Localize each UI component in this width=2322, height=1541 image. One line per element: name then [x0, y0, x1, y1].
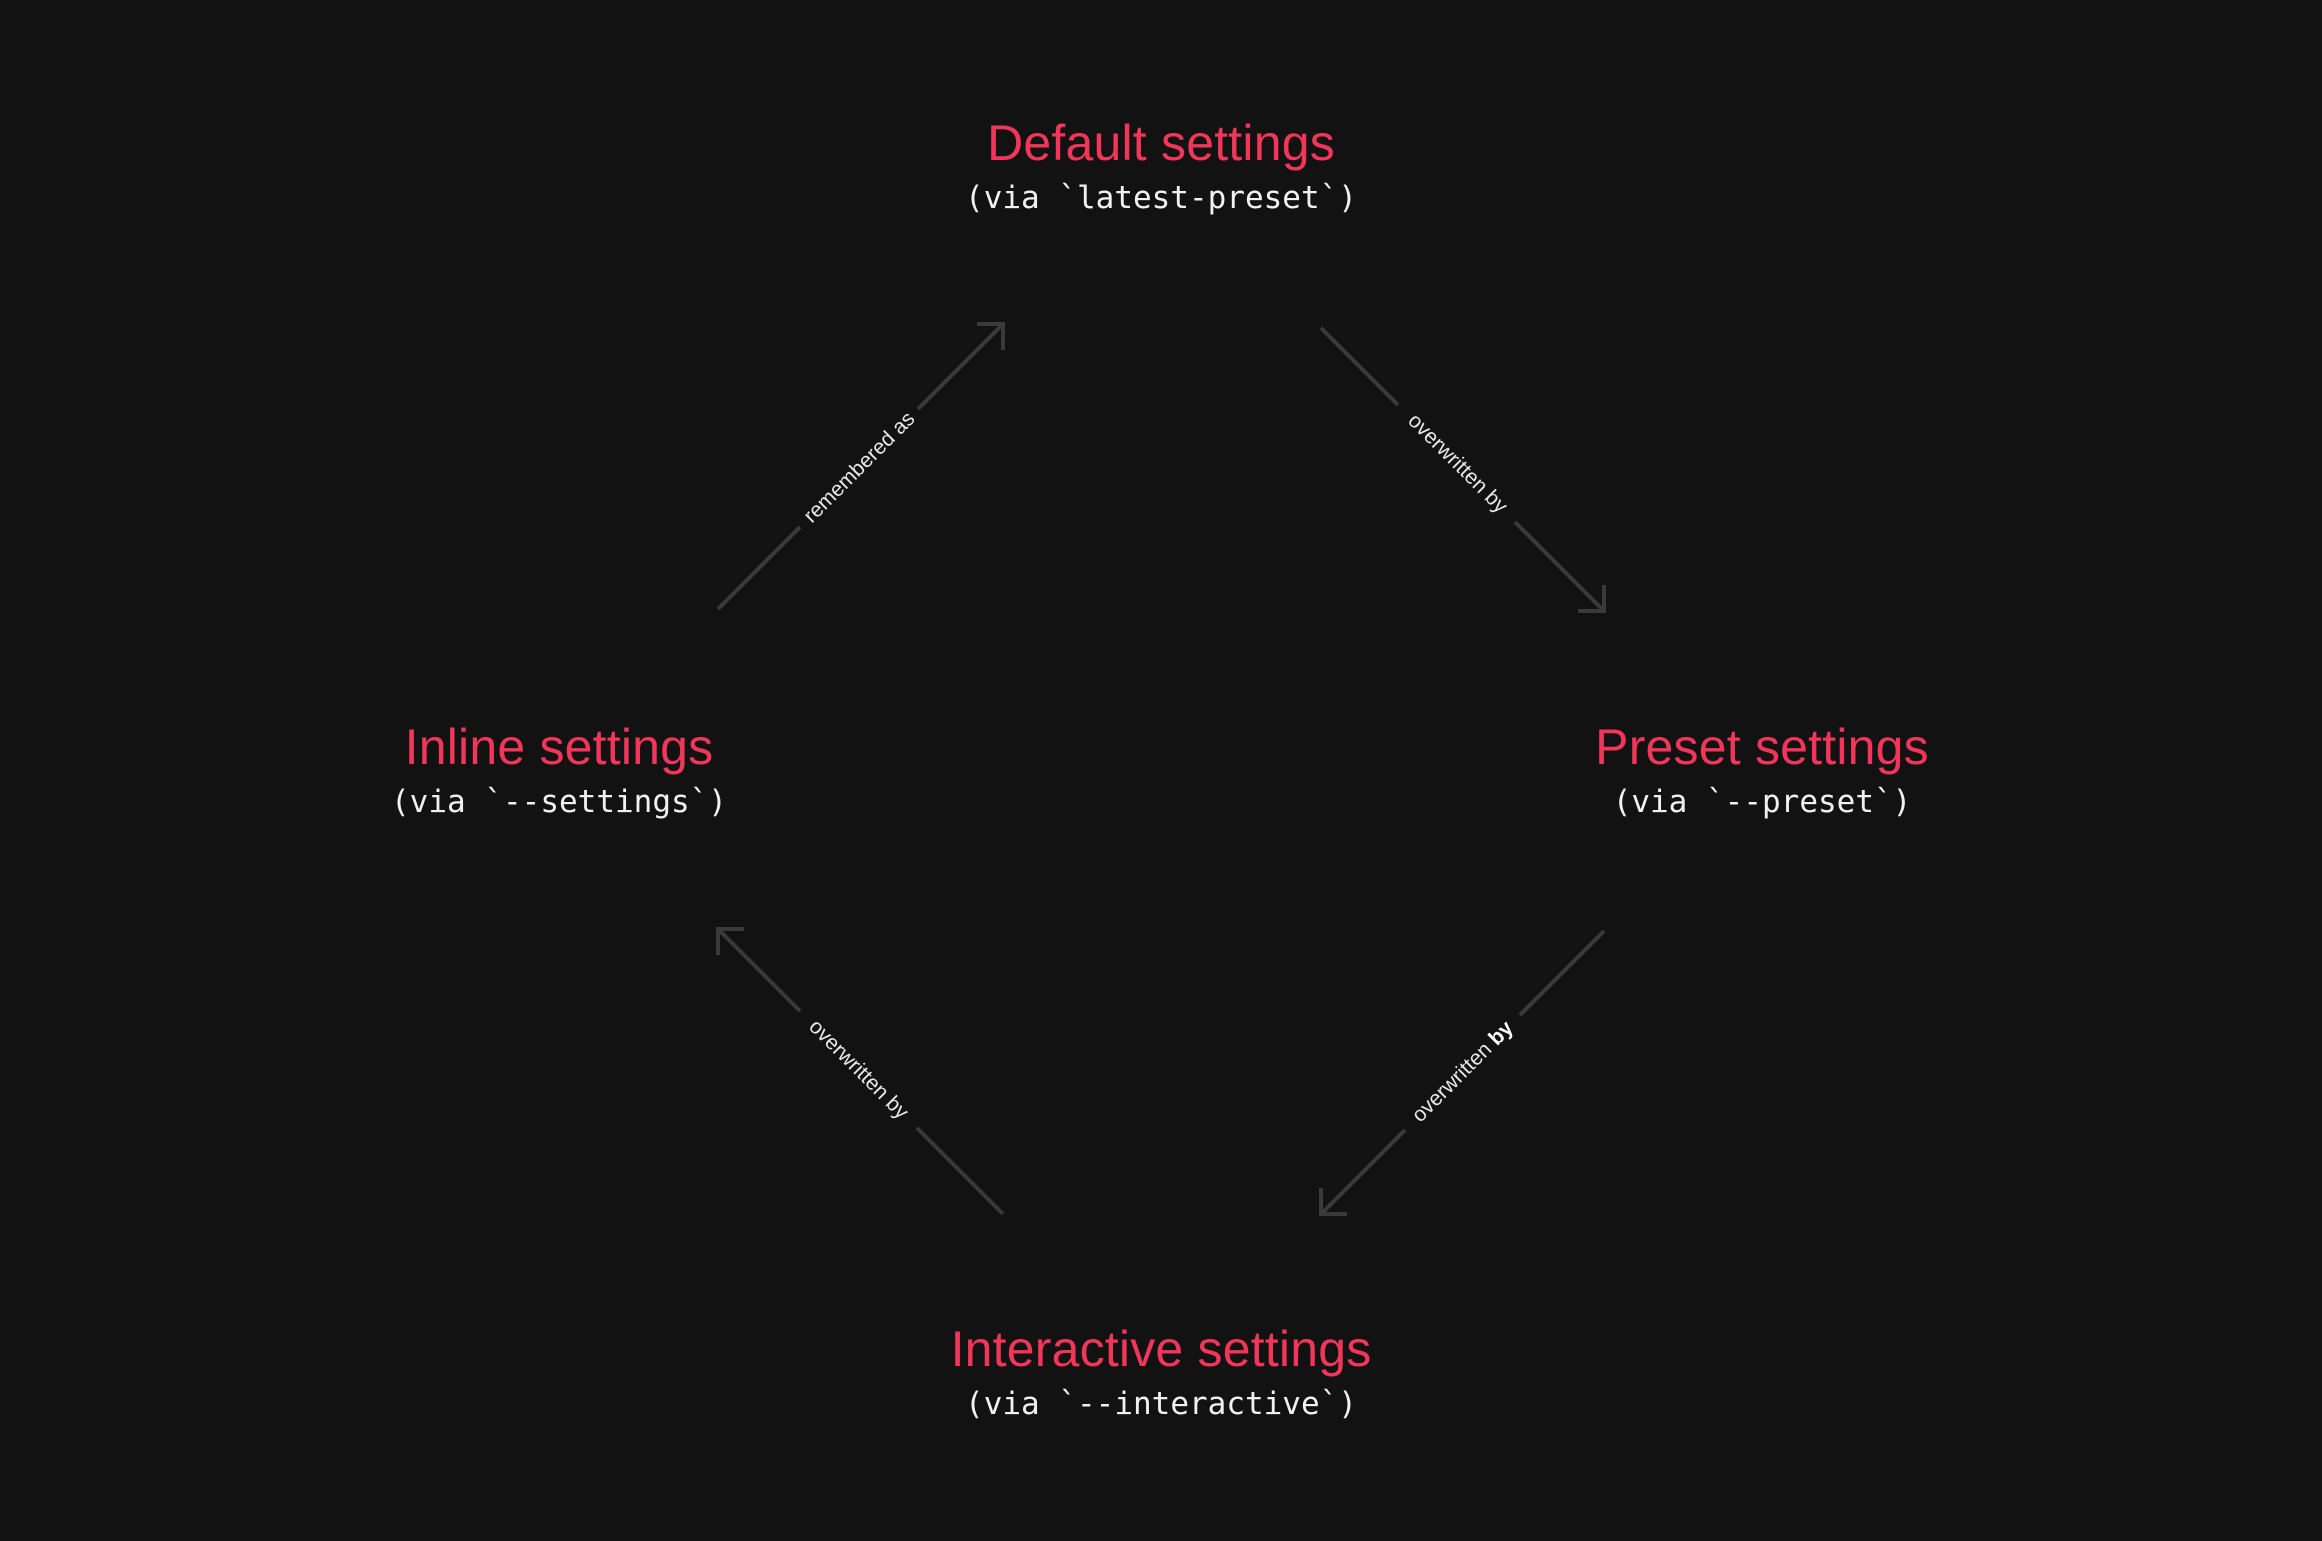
- node-title: Interactive settings: [950, 1321, 1372, 1377]
- edge-inline-to-default: remembered as: [716, 322, 1005, 611]
- node-subtitle: (via `--interactive`): [965, 1386, 1357, 1422]
- edge-label: remembered as: [799, 407, 919, 527]
- edge-line: [1319, 1128, 1407, 1216]
- node-title: Preset settings: [1595, 719, 1929, 775]
- node-subtitle: (via `latest-preset`): [965, 180, 1357, 216]
- edge-preset-to-interactive: overwritten by: [1319, 929, 1606, 1216]
- edge-line: [1513, 520, 1606, 613]
- edge-interactive-to-inline: overwritten by: [716, 927, 1005, 1216]
- arrow-head: [977, 322, 1005, 350]
- node-title: Inline settings: [404, 719, 714, 775]
- edge-label: overwritten by: [804, 1015, 913, 1124]
- node-preset-settings: Preset settings (via `--preset`): [1595, 718, 1929, 822]
- edge-default-to-preset: overwritten by: [1319, 326, 1606, 613]
- arrow-head: [1319, 1188, 1347, 1216]
- edge-line: [1518, 929, 1606, 1017]
- node-inline-settings: Inline settings (via `--settings`): [391, 718, 727, 822]
- edge-line: [1319, 326, 1400, 407]
- edge-line: [716, 525, 802, 611]
- node-subtitle: (via `--preset`): [1612, 784, 1912, 820]
- edge-label-main: overwritten: [1407, 1038, 1496, 1127]
- node-subtitle: (via `--settings`): [391, 784, 727, 820]
- edge-label: overwritten by: [1403, 409, 1512, 518]
- edge-label: overwritten by: [1407, 1016, 1518, 1127]
- arrow-head: [1578, 585, 1606, 613]
- node-default-settings: Default settings (via `latest-preset`): [965, 114, 1357, 218]
- edge-line: [916, 322, 1005, 411]
- node-interactive-settings: Interactive settings (via `--interactive…: [951, 1320, 1372, 1424]
- edge-line: [716, 927, 802, 1013]
- edge-line: [915, 1126, 1005, 1216]
- node-title: Default settings: [987, 115, 1335, 171]
- arrow-head: [716, 927, 744, 955]
- edge-label-emphasis: by: [1484, 1016, 1518, 1050]
